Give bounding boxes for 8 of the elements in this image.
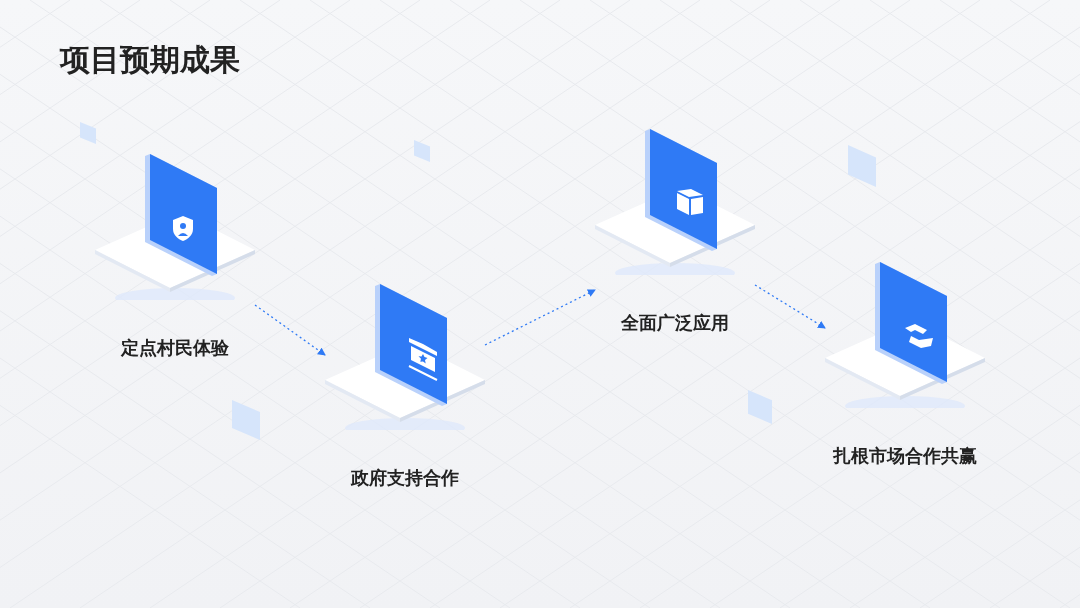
node-label: 全面广泛应用 (621, 311, 729, 335)
dotted-arrow (754, 284, 826, 329)
dotted-arrow (254, 304, 326, 356)
title: 项目预期成果 (60, 41, 240, 79)
node-label: 政府支持合作 (351, 466, 459, 490)
node-label: 扎根市场合作共赢 (833, 444, 977, 468)
node-label: 定点村民体验 (121, 336, 229, 360)
dotted-arrow (484, 289, 596, 346)
